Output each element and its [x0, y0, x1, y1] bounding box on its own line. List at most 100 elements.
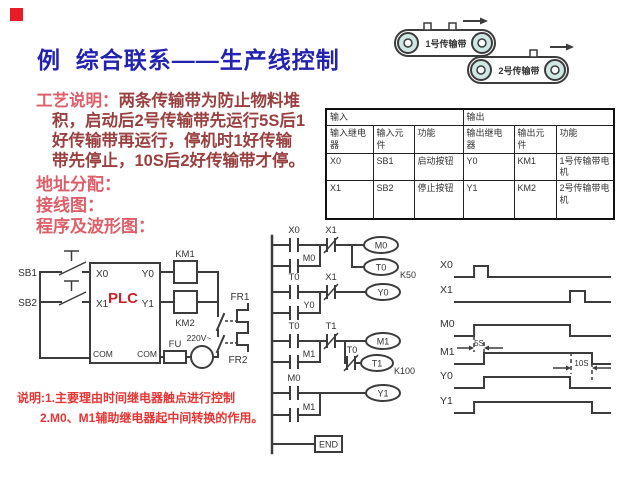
annotation-5s: 5S — [457, 336, 503, 354]
annotation-10s: 10S — [553, 352, 611, 380]
waveform-diagram: X0 X1 M0 M1 Y0 Y1 5S — [440, 259, 611, 414]
wave-x0 — [454, 265, 611, 278]
cell: SB1 — [372, 152, 415, 182]
wave-m1 — [454, 352, 611, 365]
end-box — [314, 435, 343, 453]
col-header: 输入元件 — [372, 125, 415, 154]
cell: X1 — [325, 180, 374, 220]
plc-com-left: COM — [93, 349, 113, 359]
cell: 1号传输带电机 — [555, 152, 615, 182]
timer-coil — [363, 258, 399, 276]
coil-label: T1 — [372, 359, 383, 369]
contact-label: T1 — [325, 321, 336, 332]
contact-label: X1 — [325, 272, 337, 283]
wiring-diagram: SB1 SB2 X0 X1 Y0 Y1 COM COM PLC — [18, 249, 250, 369]
nc-slash — [323, 236, 339, 254]
belt2-label: 2号传输带 — [498, 65, 539, 76]
wave-m0 — [454, 324, 611, 337]
process-line-2: 积，启动后2号传输带先运行5S后1 — [52, 112, 306, 130]
conveyor-diagram: 1号传输带 2号传输带 — [394, 17, 574, 84]
ladder-rung-1: X0 X1 M0 M0 T0 K50 — [271, 225, 416, 280]
signal-label: Y1 — [440, 395, 453, 407]
coil-label: M1 — [377, 337, 390, 347]
col-header: 功能 — [413, 125, 464, 154]
slide-bullet-marker — [10, 8, 23, 21]
process-line-4: 带先停止，10S后2好传输带才停。 — [52, 152, 306, 170]
table-row: X0 SB1 启动按钮 Y0 KM1 1号传输带电机 — [325, 152, 615, 182]
belt1-item-2 — [448, 22, 457, 31]
belt1-body — [394, 29, 496, 57]
col-header: 功能 — [555, 125, 615, 154]
ladder-rung-2: T0 X1 Y0 Y0 — [271, 272, 401, 320]
coil — [365, 332, 401, 350]
cell: 2号传输带电机 — [555, 180, 615, 220]
plc-terminal-y0: Y0 — [142, 269, 155, 280]
contact-label: T0 — [288, 272, 299, 283]
note-line-1: 说明:1.主要理由时间继电器触点进行控制 — [17, 391, 236, 405]
fr1-contact — [215, 312, 226, 332]
cell: Y1 — [462, 180, 515, 220]
coil — [365, 384, 401, 402]
timer-constant: K50 — [400, 270, 416, 280]
process-line-1: 两条传输带为防止物料堆 — [118, 92, 301, 110]
parallel-contact-label: M0 — [303, 253, 316, 263]
ladder-rung-4: M0 Y1 M1 — [271, 373, 401, 422]
fu-label: FU — [169, 339, 182, 350]
cell: Y0 — [462, 152, 515, 182]
belt2-body — [467, 56, 569, 84]
voltage-label: 220V~ — [187, 333, 212, 343]
plc-title: PLC — [108, 290, 138, 307]
address-heading: 地址分配： — [36, 175, 121, 194]
wave-y0 — [454, 376, 611, 389]
nc-slash — [323, 332, 339, 350]
plc-terminal-x0: X0 — [96, 269, 109, 280]
cell: SB2 — [372, 180, 415, 220]
process-line-3: 好传输带再运行，停机时1好传输 — [52, 132, 293, 150]
plc-com-right: COM — [137, 349, 157, 359]
contact-label: T0 — [288, 321, 299, 332]
sb2-label: SB2 — [18, 298, 37, 309]
arrow-right-icon — [566, 365, 571, 371]
branch-contact-label: T0 — [347, 345, 358, 355]
belt1-item-1 — [423, 22, 432, 31]
arrow-left-icon — [592, 365, 597, 371]
table-row: X1 SB2 停止按钮 Y1 KM2 2号传输带电机 — [325, 180, 615, 220]
coil-label: Y0 — [377, 288, 388, 298]
sb1-contact — [58, 261, 87, 276]
col-header: 输出继电器 — [462, 125, 515, 154]
duration-label: 10S — [574, 359, 588, 368]
signal-label: Y0 — [440, 370, 453, 382]
plc-terminal-x1: X1 — [96, 299, 109, 310]
coil — [363, 236, 399, 254]
parallel-contact-label: Y0 — [303, 300, 314, 310]
duration-label: 5S — [474, 339, 484, 348]
parallel-contact-label: M1 — [303, 402, 316, 412]
fr2-contact — [215, 334, 226, 354]
belt2-item-1 — [529, 49, 538, 58]
fr-heater-element — [236, 303, 249, 352]
fr1-label: FR1 — [231, 292, 250, 303]
ladder-diagram: X0 X1 M0 M0 T0 K50 — [270, 225, 416, 455]
contact-label: X1 — [325, 225, 337, 236]
coil-label: Y1 — [377, 389, 388, 399]
parallel-contact-label: M1 — [303, 349, 316, 359]
cell: KM2 — [513, 180, 557, 220]
plc-terminal-y1: Y1 — [142, 299, 155, 310]
timer-coil — [360, 354, 394, 372]
sb2-contact — [58, 291, 87, 306]
sb1-label: SB1 — [18, 268, 37, 279]
col-header: 输出元件 — [513, 125, 557, 154]
power-source — [190, 345, 214, 369]
km2-coil — [173, 290, 198, 314]
group-header-output: 输出 — [462, 108, 615, 127]
cell: 停止按钮 — [413, 180, 464, 220]
km2-label: KM2 — [175, 318, 195, 329]
arrow-right-icon — [469, 345, 474, 351]
end-label: END — [319, 440, 339, 450]
page-title: 例 综合联系——生产线控制 — [37, 47, 340, 73]
coil — [365, 283, 401, 301]
wave-y1 — [454, 401, 611, 414]
signal-label: X1 — [440, 284, 453, 296]
nc-slash — [343, 354, 359, 372]
